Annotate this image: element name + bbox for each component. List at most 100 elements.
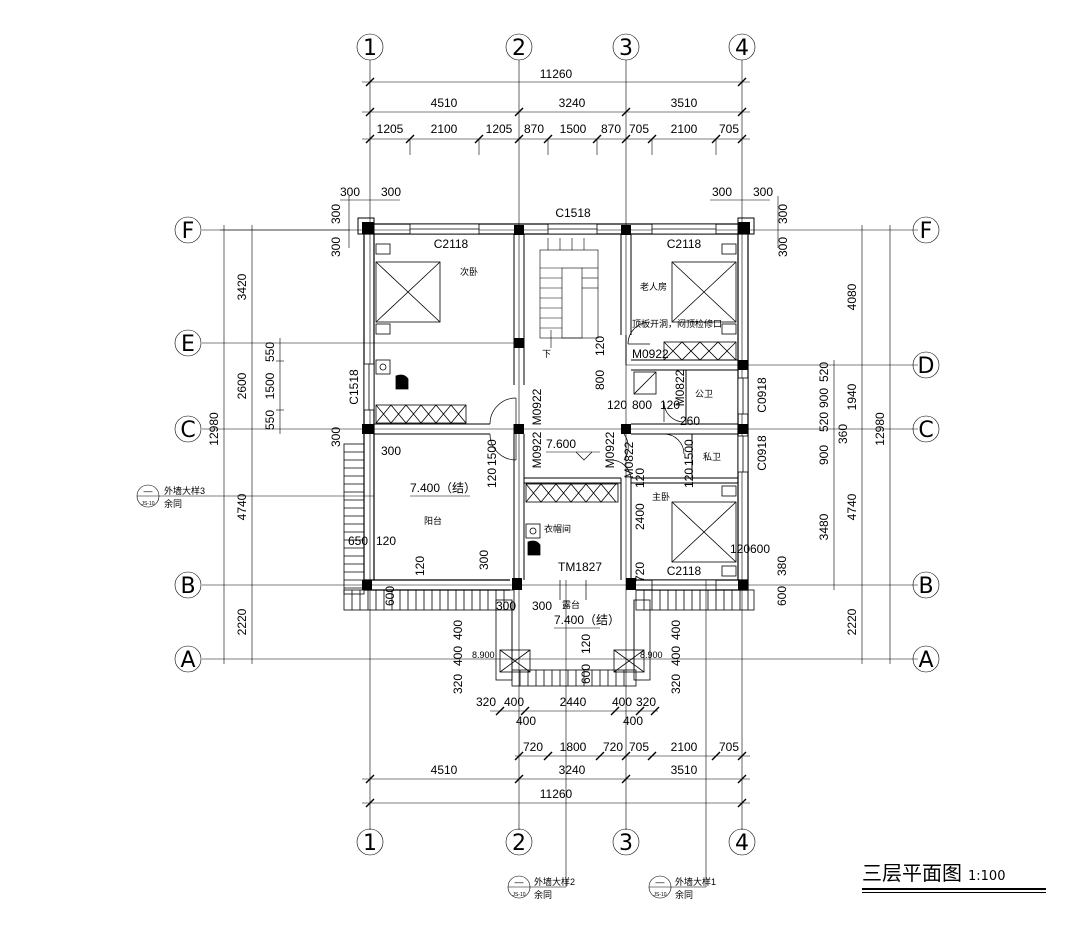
svg-text:1800: 1800 — [560, 740, 587, 754]
room-label-balcony: 阳台 — [424, 515, 442, 526]
window-label: C0918 — [755, 377, 769, 413]
svg-text:3510: 3510 — [671, 763, 698, 777]
svg-text:320: 320 — [476, 695, 496, 709]
svg-text:400: 400 — [612, 695, 632, 709]
slab-note: 顶板开洞，闷顶检修口 — [632, 318, 722, 329]
windows — [363, 223, 749, 591]
svg-text:1500: 1500 — [485, 439, 499, 466]
axis-bubble-E-left: E — [174, 329, 202, 357]
svg-text:4740: 4740 — [845, 493, 859, 520]
dim-top-detail: 870 — [601, 122, 621, 136]
window-label: C0918 — [755, 435, 769, 471]
svg-text:JS-10: JS-10 — [512, 892, 525, 898]
svg-text:400: 400 — [669, 646, 683, 666]
window-label: C2118 — [667, 237, 702, 251]
stair-down-label: 下 — [542, 349, 551, 359]
room-label-bedroom2: 次卧 — [460, 266, 478, 277]
level-terrace: 7.400（结） — [554, 613, 620, 627]
svg-text:320: 320 — [669, 674, 683, 694]
svg-text:1500: 1500 — [682, 439, 696, 466]
svg-text:900: 900 — [817, 388, 831, 408]
detail-callout-bottom-a: — JS-10 外墙大样2 余同 — [507, 580, 575, 900]
svg-text:720: 720 — [633, 562, 647, 582]
svg-text:2600: 2600 — [235, 372, 249, 399]
room-label-master-bedroom: 主卧 — [652, 491, 670, 502]
svg-text:320: 320 — [451, 674, 465, 694]
axis-bubble-D-right: D — [912, 351, 940, 379]
axis-bubble-2-bottom: 2 — [505, 828, 533, 856]
svg-text:300: 300 — [477, 550, 491, 570]
svg-text:外墙大样3: 外墙大样3 — [164, 485, 205, 496]
svg-text:300: 300 — [776, 237, 790, 257]
svg-text:3: 3 — [619, 831, 633, 856]
svg-text:3240: 3240 — [559, 763, 586, 777]
detail-callout-bottom-b: — JS-10 外墙大样1 余同 — [648, 580, 716, 900]
furniture-misc — [375, 359, 657, 673]
svg-text:4: 4 — [735, 831, 749, 856]
svg-text:120: 120 — [579, 634, 593, 654]
axis-bubble-4-bottom: 4 — [728, 828, 756, 856]
svg-text:320: 320 — [636, 695, 656, 709]
svg-text:2220: 2220 — [235, 608, 249, 635]
svg-text:520: 520 — [817, 412, 831, 432]
svg-text:3480: 3480 — [817, 513, 831, 540]
svg-text:3: 3 — [619, 36, 633, 61]
svg-text:120: 120 — [682, 468, 696, 488]
level-balcony: 7.400（结） — [410, 481, 476, 495]
window-label: C2118 — [434, 237, 469, 251]
svg-text:550: 550 — [263, 342, 277, 362]
svg-text:余同: 余同 — [164, 498, 182, 509]
dim-top-detail: 1205 — [377, 122, 404, 136]
level-marks: 7.600 7.400（结） 7.400（结） — [410, 437, 620, 629]
door-label: M0822 — [673, 369, 687, 406]
axis-bubble-F-left: F — [174, 216, 202, 244]
svg-text:2: 2 — [512, 36, 526, 61]
svg-text:JS-10: JS-10 — [653, 892, 666, 898]
window-label: C1518 — [555, 206, 591, 220]
svg-text:650: 650 — [348, 534, 368, 548]
svg-text:120: 120 — [660, 398, 680, 412]
corner-dims — [340, 196, 779, 248]
interior-walls — [374, 234, 738, 580]
svg-text:300: 300 — [532, 599, 552, 613]
axis-bubble-4-top: 4 — [728, 33, 756, 61]
door-label: M0922 — [603, 431, 617, 468]
svg-text:余同: 余同 — [675, 889, 693, 900]
bed-bedroom2 — [375, 243, 441, 335]
level-floor: 7.600 — [546, 437, 576, 451]
svg-text:E: E — [181, 332, 195, 357]
left-dimensions — [220, 225, 350, 664]
dim-left-total: 12980 — [207, 412, 221, 446]
svg-text:2220: 2220 — [845, 608, 859, 635]
svg-text:400: 400 — [623, 714, 643, 728]
axis-bubble-1-top: 1 — [356, 33, 384, 61]
room-label-terrace: 露台 — [562, 599, 580, 610]
door-label: M0922 — [632, 347, 669, 361]
svg-text:外墙大样1: 外墙大样1 — [675, 876, 716, 887]
bottom-dimensions — [362, 706, 750, 808]
dim-top-detail: 705 — [719, 122, 739, 136]
svg-text:300: 300 — [496, 599, 516, 613]
door-label: M0922 — [530, 431, 544, 468]
svg-text:260: 260 — [680, 414, 700, 428]
svg-text:720: 720 — [603, 740, 623, 754]
columns — [362, 222, 750, 590]
wardrobes — [375, 341, 737, 503]
dim-top-detail: 2100 — [431, 122, 458, 136]
svg-text:520: 520 — [817, 362, 831, 382]
dim-top-detail: 1205 — [486, 122, 513, 136]
parapet-tiles — [343, 443, 755, 687]
svg-text:B: B — [918, 574, 933, 599]
svg-text:1940: 1940 — [845, 383, 859, 410]
svg-text:300: 300 — [329, 237, 343, 257]
axis-bubble-C-right: C — [912, 415, 940, 443]
dim-top-bay: 3240 — [559, 96, 586, 110]
detail-callout-left: — JS-10 外墙大样3 余同 — [136, 484, 374, 509]
axis-bubble-2-top: 2 — [505, 33, 533, 61]
room-label-public-wc: 公卫 — [695, 389, 713, 399]
svg-text:120: 120 — [376, 534, 396, 548]
window-label: C1518 — [347, 369, 361, 405]
axis-bubble-B-right: B — [912, 571, 940, 599]
svg-text:300: 300 — [381, 444, 401, 458]
